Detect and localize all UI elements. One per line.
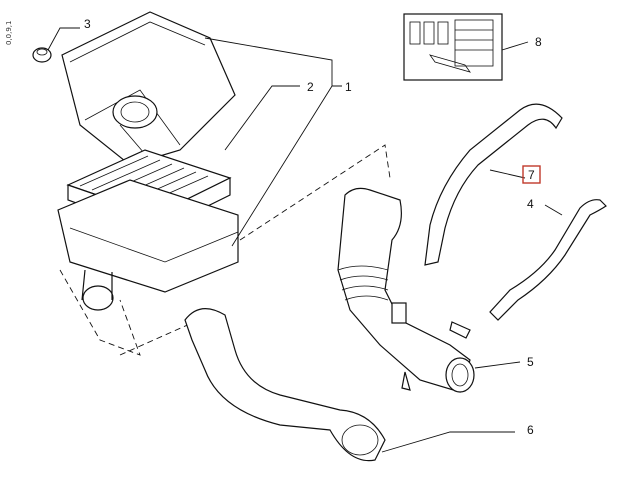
callout-5: 5 [527, 355, 534, 369]
side-code-text: 0,0,9,1 [5, 21, 13, 46]
callout-3: 3 [84, 17, 91, 31]
intake-hose-part-6 [184, 308, 386, 462]
callout-7-highlight [522, 165, 541, 184]
intake-duct-part-5 [337, 187, 475, 393]
callout-1: 1 [345, 80, 352, 94]
hose-part-4 [489, 199, 607, 321]
hose-part-7 [424, 103, 563, 266]
callout-4: 4 [527, 197, 534, 211]
callout-6: 6 [527, 423, 534, 437]
callout-8: 8 [535, 35, 542, 49]
air-filter-housing [32, 11, 239, 311]
service-kit [403, 13, 503, 81]
callout-2: 2 [307, 80, 314, 94]
callout-7: 7 [528, 168, 535, 182]
